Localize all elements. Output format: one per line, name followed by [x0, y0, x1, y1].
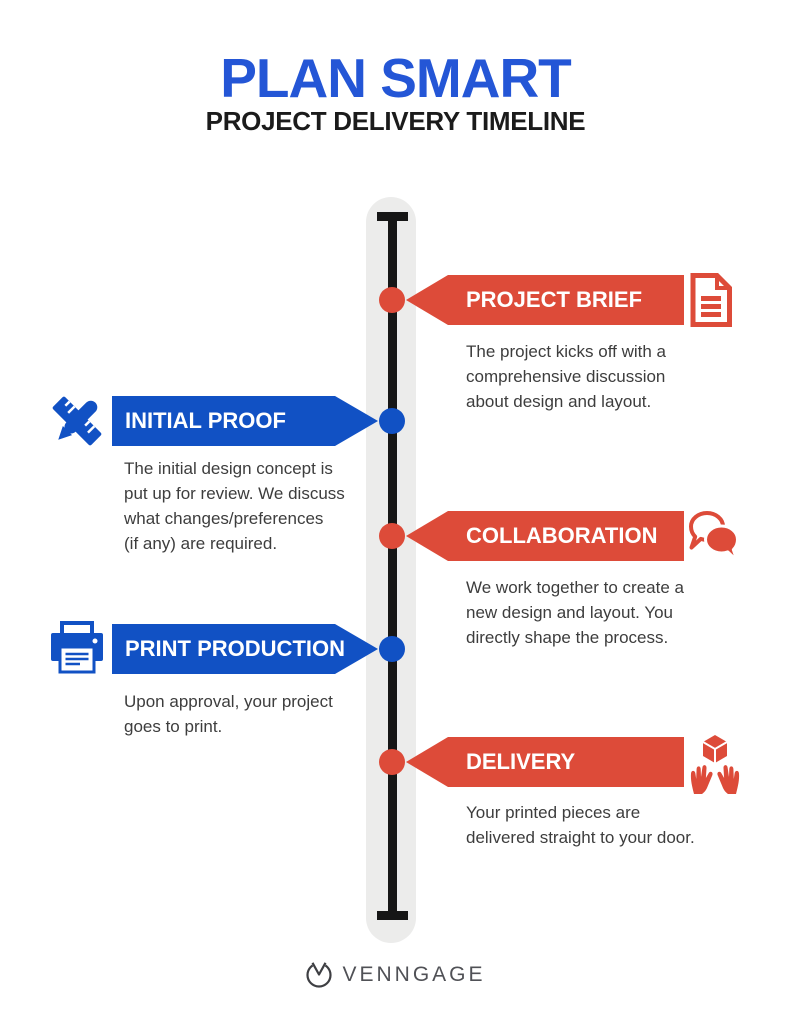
- pencil-ruler-icon: [52, 396, 102, 446]
- banner-project-brief: PROJECT BRIEF: [406, 275, 684, 325]
- banner-title: COLLABORATION: [466, 523, 658, 548]
- printer-icon: [51, 621, 103, 674]
- hands-box-icon: [690, 735, 740, 794]
- timeline-bottom-cap: [377, 911, 408, 920]
- document-icon: [690, 273, 732, 327]
- banner-title: PRINT PRODUCTION: [125, 636, 345, 661]
- banner-collaboration: COLLABORATION: [406, 511, 684, 561]
- banner-delivery: DELIVERY: [406, 737, 684, 787]
- banner-title: PROJECT BRIEF: [466, 287, 643, 312]
- venngage-clock-icon: [306, 961, 333, 988]
- brand-name: VENNGAGE: [342, 963, 486, 986]
- timeline-dot: [379, 408, 405, 434]
- timeline-dot: [379, 749, 405, 775]
- page-subtitle: PROJECT DELIVERY TIMELINE: [205, 106, 586, 136]
- banner-initial-proof: INITIAL PROOF: [112, 396, 378, 446]
- timeline-top-cap: [377, 212, 408, 221]
- description-collaboration: We work together to create a new design …: [466, 578, 684, 647]
- timeline-dot: [379, 523, 405, 549]
- description-initial-proof: The initial design concept is put up for…: [124, 459, 345, 553]
- banner-title: INITIAL PROOF: [125, 408, 286, 433]
- timeline-line: [388, 212, 397, 920]
- page-title: PLAN SMART: [220, 47, 572, 109]
- description-print-production: Upon approval, your project goes to prin…: [124, 692, 333, 736]
- banner-print-production: PRINT PRODUCTION: [112, 624, 378, 674]
- description-project-brief: The project kicks off with a comprehensi…: [466, 342, 666, 411]
- banner-title: DELIVERY: [466, 749, 576, 774]
- timeline-dot: [379, 287, 405, 313]
- timeline-dot: [379, 636, 405, 662]
- speech-bubbles-icon: [689, 511, 739, 562]
- description-delivery: Your printed pieces are delivered straig…: [466, 803, 695, 847]
- footer: VENNGAGE: [0, 961, 791, 989]
